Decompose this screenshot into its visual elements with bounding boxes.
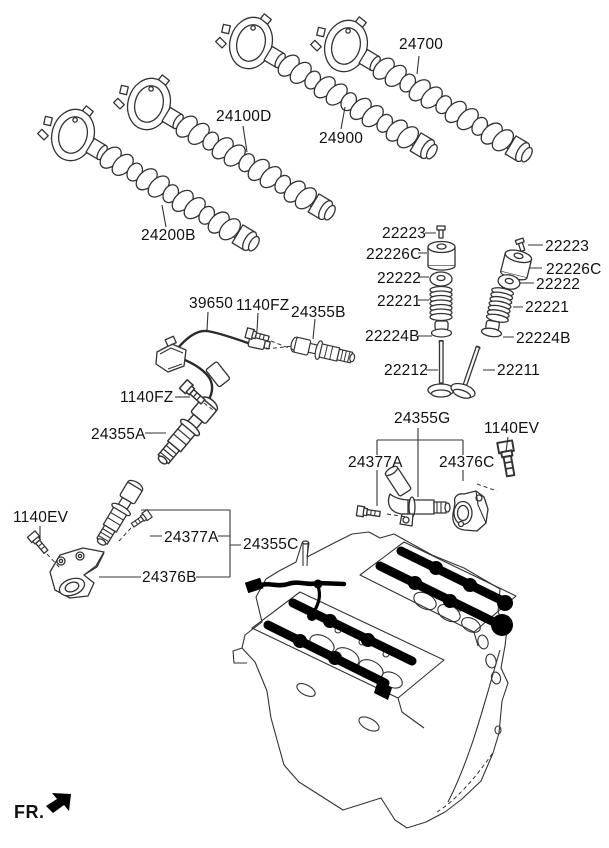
part-label-24376B: 24376B	[142, 569, 197, 586]
part-label-22226C-left: 22226C	[366, 246, 422, 263]
part-label-1140FZ-lower: 1140FZ	[120, 389, 174, 406]
part-label-24377A-left: 24377A	[164, 529, 219, 546]
part-label-22221-right: 22221	[525, 299, 570, 316]
valve-stack-intake	[427, 225, 456, 398]
part-label-24376C: 24376C	[439, 454, 495, 471]
leader-lines	[39, 55, 543, 578]
valve-stack-exhaust	[450, 237, 533, 399]
part-label-1140FZ-upper: 1140FZ	[236, 297, 290, 314]
bolt-1140FZ-lower	[178, 379, 208, 407]
part-label-22224B-left: 22224B	[365, 328, 420, 345]
part-label-24200B: 24200B	[141, 227, 196, 244]
part-label-39650: 39650	[189, 295, 234, 312]
part-label-24355A: 24355A	[91, 426, 146, 443]
part-label-24355G: 24355G	[394, 410, 451, 427]
part-label-22211: 22211	[497, 362, 540, 379]
engine-block	[232, 531, 517, 829]
part-label-1140EV-left: 1140EV	[13, 509, 69, 526]
part-label-22221-left: 22221	[377, 293, 422, 310]
assembly-24355G	[355, 439, 520, 532]
part-label-24355C: 24355C	[243, 536, 299, 553]
part-label-24355B: 24355B	[291, 304, 346, 321]
part-label-24100D: 24100D	[216, 108, 272, 125]
part-label-22223-left: 22223	[382, 225, 427, 242]
part-label-22226C-right: 22226C	[546, 261, 602, 278]
part-label-22223-right: 22223	[545, 238, 590, 255]
assembly-24355C	[26, 476, 153, 599]
part-label-24900: 24900	[319, 130, 364, 147]
part-label-22224B-right: 22224B	[516, 330, 571, 347]
part-label-24700: 24700	[399, 36, 444, 53]
front-direction-label: FR.	[14, 802, 45, 822]
ocv-24355B	[288, 333, 358, 369]
part-label-22212: 22212	[384, 362, 429, 379]
part-label-1140EV-right: 1140EV	[484, 420, 540, 437]
part-label-24377A-right: 24377A	[348, 454, 403, 471]
part-label-22222-right: 22222	[536, 276, 581, 293]
part-label-22222-left: 22222	[377, 270, 422, 287]
fr-direction-arrow	[46, 793, 71, 813]
